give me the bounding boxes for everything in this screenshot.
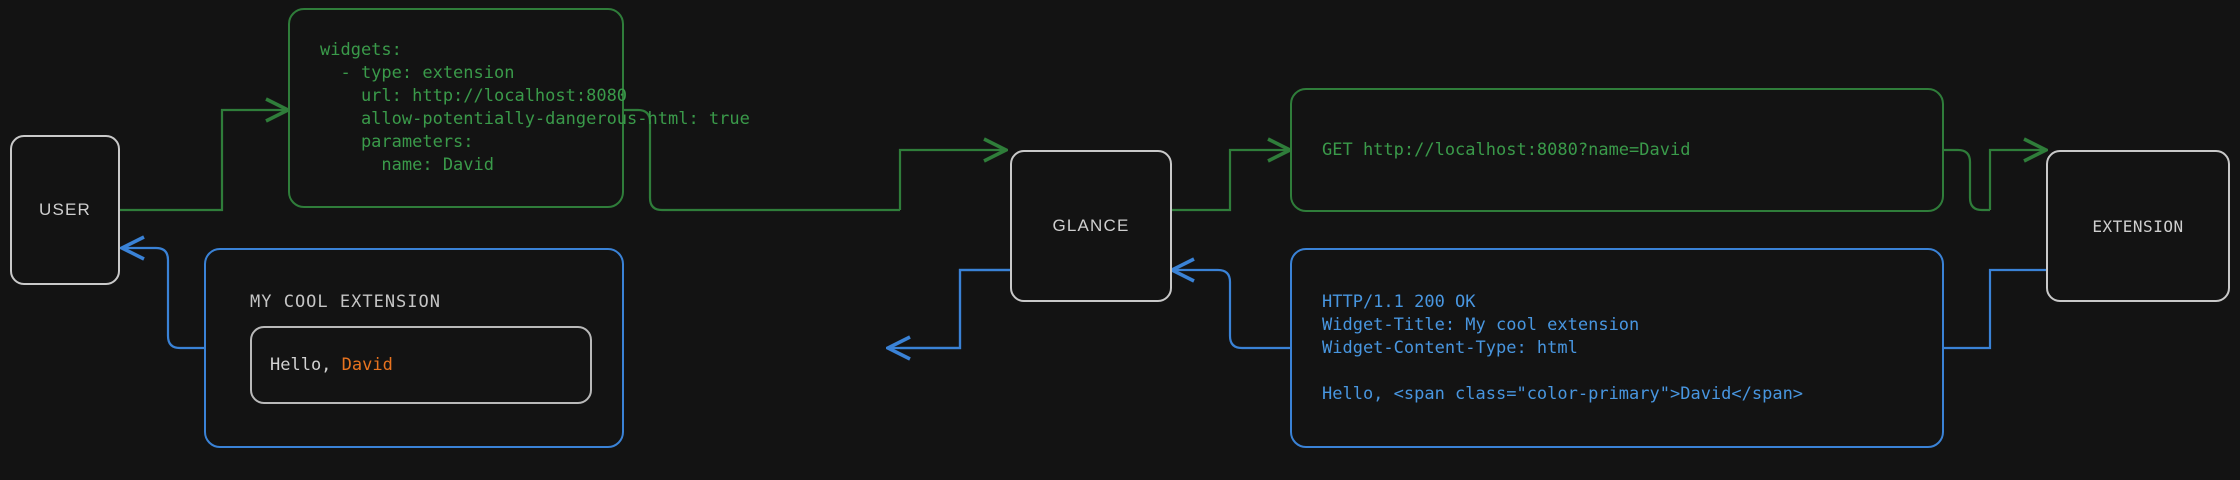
widget-greeting-prefix: Hello, <box>270 355 342 375</box>
config-line: name: David <box>320 155 494 175</box>
config-yaml-box: widgets: - type: extension url: http://l… <box>288 8 750 208</box>
node-user-label: USER <box>38 200 92 219</box>
node-user[interactable]: USER <box>10 135 120 285</box>
widget-title: MY COOL EXTENSION <box>250 292 441 312</box>
config-line: - type: extension <box>320 63 515 83</box>
response-line-blank <box>1322 360 1912 383</box>
response-line: Widget-Title: My cool extension <box>1322 314 1640 335</box>
response-line: Widget-Content-Type: html <box>1322 337 1578 358</box>
widget-greeting-name: David <box>341 355 393 375</box>
node-glance[interactable]: GLANCE <box>1010 150 1172 302</box>
node-glance-label: GLANCE <box>1052 216 1130 235</box>
config-line: allow-potentially-dangerous-html: true <box>320 109 750 129</box>
request-line: GET http://localhost:8080?name=David <box>1322 139 1691 160</box>
http-request-box: GET http://localhost:8080?name=David <box>1290 88 1944 212</box>
node-extension-label: EXTENSION <box>2092 216 2184 236</box>
widget-content-card: Hello, David <box>250 326 592 404</box>
config-line: widgets: <box>320 40 402 60</box>
response-line: Hello, <span class="color-primary">David… <box>1322 383 1804 404</box>
config-line: url: http://localhost:8080 <box>320 86 628 106</box>
http-response-box: HTTP/1.1 200 OK Widget-Title: My cool ex… <box>1290 248 1944 448</box>
node-extension[interactable]: EXTENSION <box>2046 150 2230 302</box>
config-line: parameters: <box>320 132 474 152</box>
rendered-widget-box: MY COOL EXTENSION Hello, David <box>204 248 624 448</box>
response-line: HTTP/1.1 200 OK <box>1322 291 1476 312</box>
